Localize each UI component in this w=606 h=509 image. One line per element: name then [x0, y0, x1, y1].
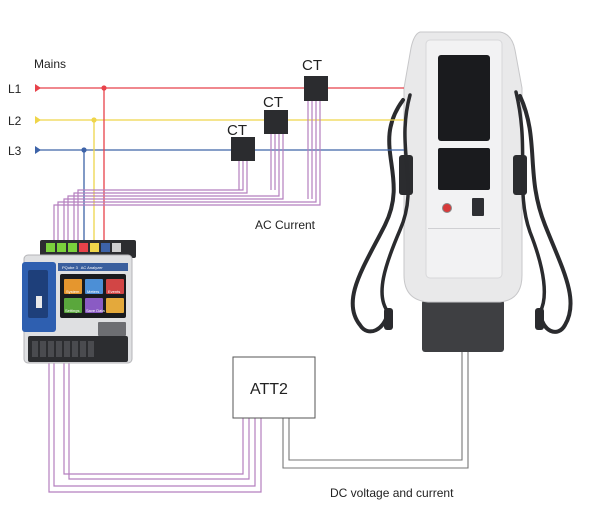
charger-stop-button — [442, 203, 452, 213]
analyzer-brand-text: PQube 3 AC Analyzer — [62, 265, 103, 270]
right-connector — [535, 308, 544, 330]
ct-l3-block — [231, 137, 255, 161]
ct-l2-block — [264, 110, 288, 134]
power-analyzer: PQube 3 AC Analyzer System Meters Events… — [22, 240, 136, 364]
ct-l3-label: CT — [227, 122, 247, 139]
charger-main-screen — [438, 55, 490, 141]
ct-wire — [53, 101, 321, 242]
left-cable — [350, 98, 405, 334]
tile-label: Settings — [65, 308, 79, 313]
right-holder — [513, 155, 527, 195]
l1-junction — [101, 85, 107, 91]
analyzer-to-att-wire — [63, 362, 244, 475]
ct-wire — [57, 101, 317, 242]
l2-arrow-icon — [35, 116, 41, 124]
ct-wire — [67, 134, 280, 242]
left-connector — [384, 308, 393, 330]
att-to-charger-wiring — [282, 352, 469, 469]
l2-junction — [91, 117, 97, 123]
left-cable-inner — [380, 93, 412, 314]
analyzer-to-att-wire — [68, 362, 250, 480]
analyzer-to-att-wire — [48, 362, 262, 493]
ev-charger — [350, 31, 573, 352]
ac-current-label: AC Current — [255, 218, 316, 232]
charger-base — [422, 300, 504, 352]
l1-label: L1 — [8, 82, 22, 96]
ct-wire — [73, 161, 248, 242]
dc-wiring — [48, 362, 262, 493]
analyzer-tiles: System Meters Events Settings Save Data — [64, 279, 124, 313]
ct-wiring — [53, 101, 321, 242]
analyzer-ports — [98, 322, 126, 336]
current-transformers — [231, 76, 328, 161]
charger-secondary-screen — [438, 148, 490, 190]
att2-box — [232, 356, 316, 419]
l3-label: L3 — [8, 144, 22, 158]
tile-label: System — [66, 289, 80, 294]
ct-wire — [63, 134, 284, 242]
ct-wire — [77, 161, 244, 242]
l2-label: L2 — [8, 114, 22, 128]
l3-junction — [81, 147, 87, 153]
tile-label: Meters — [87, 289, 99, 294]
l3-arrow-icon — [35, 146, 41, 154]
tile-label: Save Data — [86, 308, 105, 313]
right-cable-inner — [514, 90, 547, 314]
ct-l1-block — [304, 76, 328, 101]
analyzer-header — [58, 263, 128, 271]
analyzer-to-att-wire — [53, 362, 256, 487]
ct-l1-label: CT — [302, 57, 322, 74]
right-cable — [518, 94, 573, 334]
tile-label: Events — [108, 289, 120, 294]
card-reader — [472, 198, 484, 216]
bottom-panel-line — [428, 228, 500, 229]
mains-label: Mains — [34, 57, 66, 71]
dc-voltage-current-label: DC voltage and current — [330, 486, 454, 500]
voltage-taps — [81, 85, 107, 242]
att2-label: ATT2 — [250, 381, 288, 398]
l1-arrow-icon — [35, 84, 41, 92]
mains-lines — [35, 84, 404, 154]
ct-l2-label: CT — [263, 94, 283, 111]
